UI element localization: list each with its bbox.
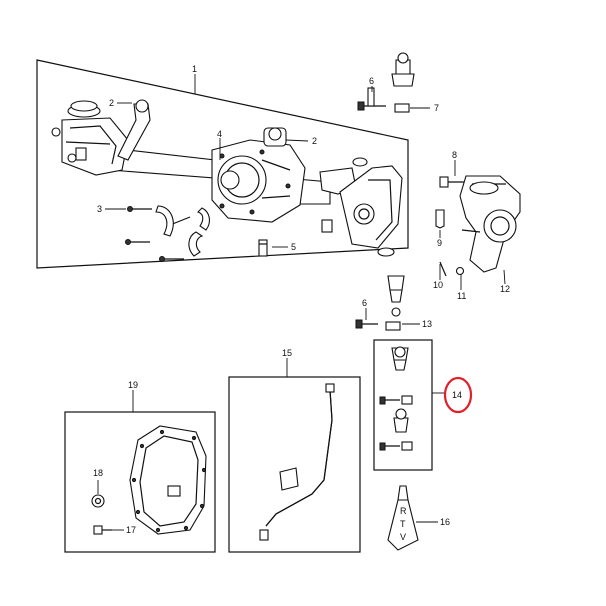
leader-lines xyxy=(97,74,506,531)
callout-11: 11 xyxy=(457,291,466,301)
callout-15: 15 xyxy=(282,348,292,358)
callout-3: 3 xyxy=(97,204,102,214)
mounting-bolts xyxy=(125,205,268,262)
callout-19: 19 xyxy=(128,380,138,390)
differential-cover-box xyxy=(64,411,216,553)
vent-hose-box xyxy=(228,376,361,553)
callout-2: 2 xyxy=(109,98,114,108)
callout-16: 16 xyxy=(440,517,450,527)
callout-4: 4 xyxy=(217,129,222,139)
callout-13: 13 xyxy=(422,319,432,329)
callout-17: 17 xyxy=(126,525,136,535)
highlight-circle xyxy=(443,376,473,414)
callout-14: 14 xyxy=(452,390,462,400)
callout-labels: 1 2 4 2 3 5 6 7 8 9 10 11 12 6 13 14 15 … xyxy=(93,64,510,535)
steering-knuckle-parts xyxy=(435,175,521,277)
rtv-sealant-tube xyxy=(387,485,419,551)
callout-9: 9 xyxy=(437,238,442,248)
callout-10: 10 xyxy=(433,280,443,290)
callout-1: 1 xyxy=(192,64,197,74)
callout-6: 6 xyxy=(362,298,367,308)
axle-assembly-panel xyxy=(36,59,409,269)
callout-18: 18 xyxy=(93,468,103,478)
rtv-label-t: T xyxy=(400,519,406,529)
part-6-13-mid xyxy=(355,275,405,331)
callout-6: 6 xyxy=(369,76,374,86)
axle-assembly xyxy=(51,99,403,257)
callout-7: 7 xyxy=(434,103,439,113)
callout-12: 12 xyxy=(500,284,510,294)
callout-8: 8 xyxy=(452,150,457,160)
rtv-label-v: V xyxy=(400,532,406,542)
rtv-label-r: R xyxy=(400,506,407,516)
callout-2: 2 xyxy=(312,136,317,146)
callout-5: 5 xyxy=(291,242,296,252)
part-6-7-top xyxy=(357,52,415,113)
ball-joint-kit-box xyxy=(373,339,433,471)
